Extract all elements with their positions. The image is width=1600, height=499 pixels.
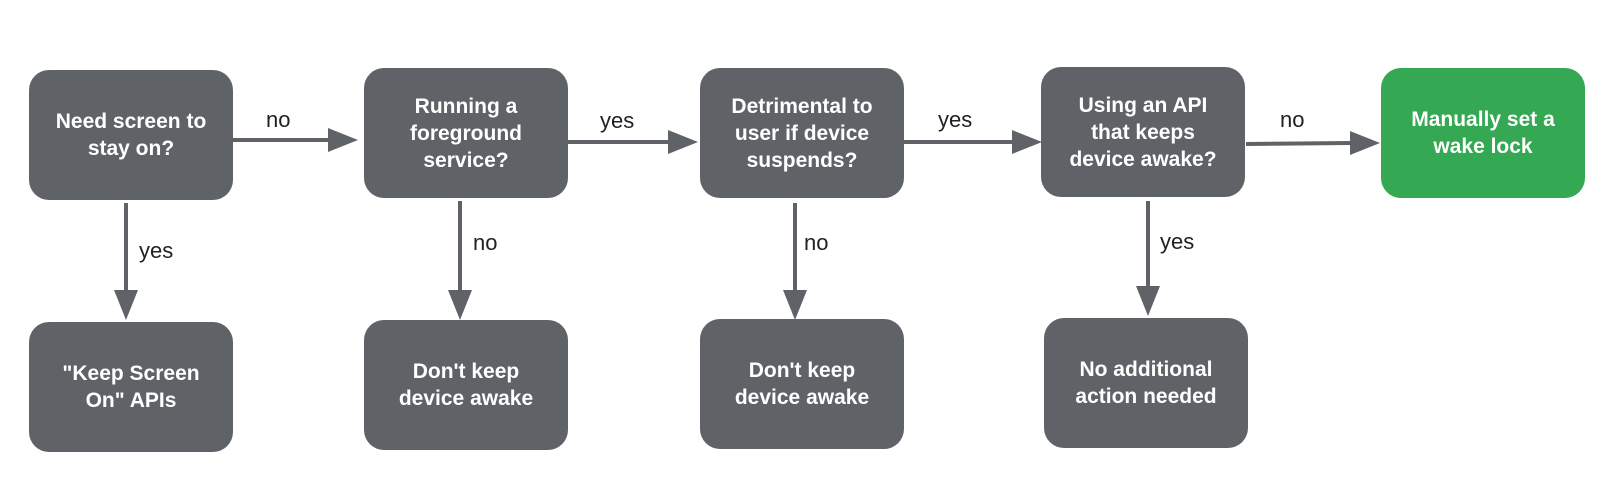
arrow-q3-r3 <box>783 203 807 320</box>
edge-label-q2-r2: no <box>473 230 498 255</box>
arrow-q2-q3 <box>568 130 698 154</box>
decision-need-screen-on: Need screen to stay on? <box>29 70 233 200</box>
edge-label-q4-final: no <box>1280 107 1305 132</box>
arrow-q1-q2 <box>233 128 358 152</box>
edge-label-q3-r3: no <box>804 230 829 255</box>
outcome-dont-keep-awake-1: Don't keep device awake <box>364 320 568 450</box>
arrow-q3-q4 <box>904 130 1042 154</box>
edge-label-q1-q2: no <box>266 107 291 132</box>
edge-label-q3-q4: yes <box>938 107 973 132</box>
arrow-q4-final <box>1245 131 1380 155</box>
arrow-q2-r2 <box>448 201 472 320</box>
outcome-dont-keep-awake-2: Don't keep device awake <box>700 319 904 449</box>
arrow-q4-r4 <box>1136 201 1160 316</box>
outcome-no-additional-action: No additional action needed <box>1044 318 1248 448</box>
edge-label-q4-r4: yes <box>1160 229 1195 254</box>
decision-detrimental-if-suspends: Detrimental to user if device suspends? <box>700 68 904 198</box>
decision-api-keeps-awake: Using an API that keeps device awake? <box>1041 67 1245 197</box>
arrow-q1-r1 <box>114 203 138 320</box>
decision-foreground-service: Running a foreground service? <box>364 68 568 198</box>
outcome-keep-screen-on-apis: "Keep Screen On" APIs <box>29 322 233 452</box>
edge-label-q1-r1: yes <box>139 238 174 263</box>
edge-label-q2-q3: yes <box>600 108 635 133</box>
outcome-manual-wake-lock: Manually set a wake lock <box>1381 68 1585 198</box>
